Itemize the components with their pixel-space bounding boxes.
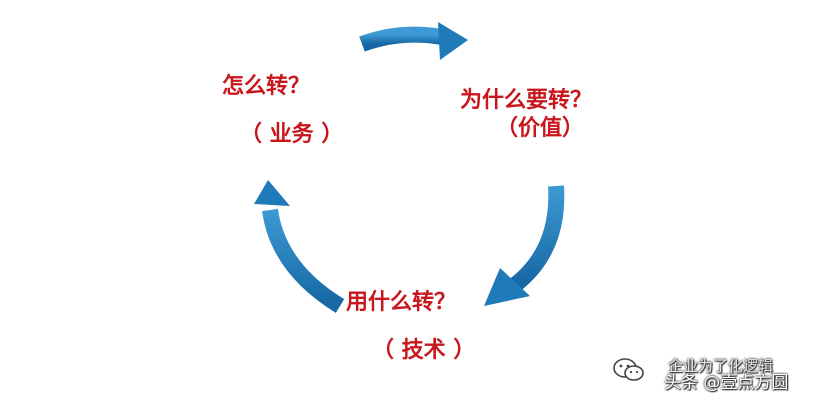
- top-cycle-arrow-icon: [359, 22, 468, 60]
- why-question-label: 为什么要转？: [460, 88, 593, 113]
- right-cycle-arrow-icon: [484, 185, 565, 306]
- wechat-icon: [613, 358, 644, 381]
- why-answer-label: （价值）: [496, 116, 585, 141]
- watermark-text: 头条 @壹点方圆: [664, 373, 789, 393]
- watermark-subtext: 企业为了化逻辑: [668, 357, 774, 375]
- how-question-label: 怎么转？: [222, 74, 311, 99]
- what-question-label: 用什么转？: [346, 290, 457, 315]
- what-answer-label: （ 技术 ）: [372, 338, 476, 363]
- how-answer-label: （ 业务 ）: [240, 122, 344, 147]
- left-cycle-arrow-icon: [254, 180, 345, 313]
